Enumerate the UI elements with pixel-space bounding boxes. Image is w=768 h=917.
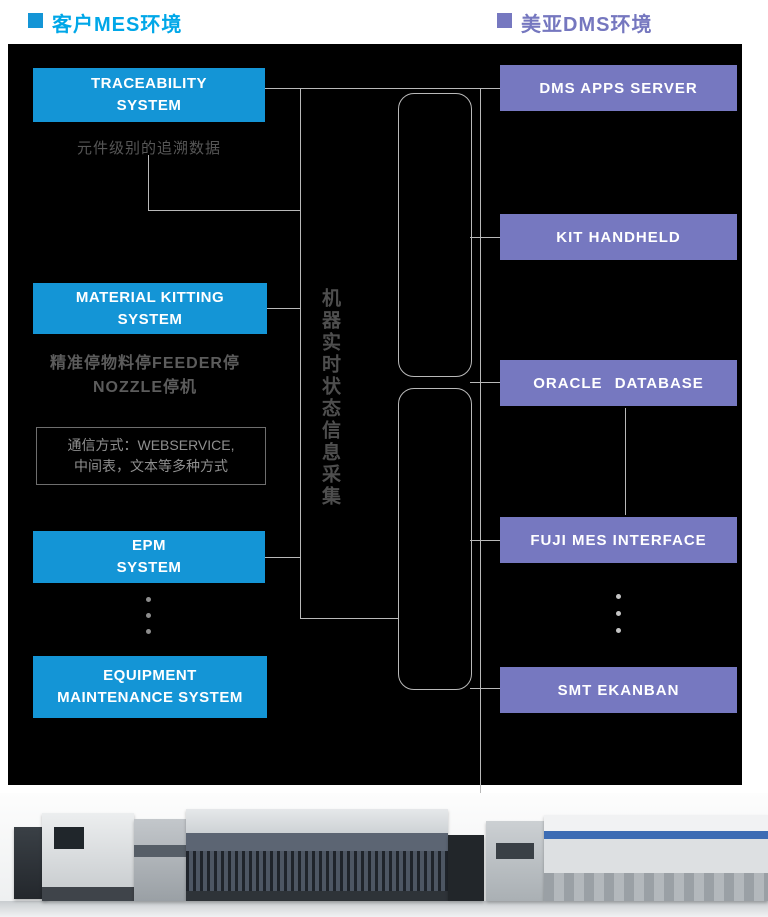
mounter-top-band bbox=[186, 809, 448, 833]
buffer-panel bbox=[496, 843, 534, 859]
oven-vent-base bbox=[544, 873, 768, 901]
kit-handheld-box: KIT HANDHELD bbox=[500, 214, 737, 260]
connector-traceability-to-dms bbox=[265, 88, 500, 89]
left-title-square-icon bbox=[28, 13, 43, 28]
equipment-maintenance-system-box: EQUIPMENT MAINTENANCE SYSTEM bbox=[33, 656, 267, 718]
communication-method-box: 通信方式：WEBSERVICE, 中间表，文本等多种方式 bbox=[36, 427, 266, 485]
solder-printer-machine bbox=[42, 813, 134, 901]
connector-kit-stub bbox=[470, 237, 500, 238]
right-env-title: 美亚DMS环境 bbox=[521, 14, 653, 36]
connector-ekanban-stub bbox=[470, 688, 500, 689]
buffer-conveyor-module bbox=[486, 821, 544, 901]
fuji-mes-interface-box: FUJI MES INTERFACE bbox=[500, 517, 737, 563]
oven-top bbox=[544, 815, 768, 831]
right-ellipsis-dot bbox=[616, 611, 621, 616]
connector-oracle-stub bbox=[470, 382, 500, 383]
connector-epm-stub bbox=[265, 557, 300, 558]
grouping-bracket-upper bbox=[398, 93, 472, 377]
machine-status-vertical-label: 机器实时状态信息采集 bbox=[319, 288, 340, 508]
left-ellipsis-dot bbox=[146, 613, 151, 618]
dms-apps-server-box: DMS APPS SERVER bbox=[500, 65, 737, 111]
connector-kitting-stub bbox=[267, 308, 300, 309]
left-ellipsis-dot bbox=[146, 597, 151, 602]
feeder-bank bbox=[186, 851, 448, 891]
pick-and-place-machine bbox=[186, 809, 448, 901]
smt-line-photo bbox=[0, 793, 768, 917]
connector-note-drop bbox=[148, 155, 149, 210]
floor-shadow bbox=[0, 901, 768, 917]
connector-bus-to-bracket bbox=[300, 618, 398, 619]
kitting-note: 精准停物料停FEEDER停 NOZZLE停机 bbox=[50, 355, 240, 396]
connector-oracle-to-fuji bbox=[625, 408, 626, 515]
oracle-database-box: ORACLE DATABASE bbox=[500, 360, 737, 406]
module-band bbox=[134, 845, 186, 857]
reflow-oven-machine bbox=[544, 815, 768, 901]
printer-base bbox=[42, 887, 134, 901]
printer-screen bbox=[54, 827, 84, 849]
right-ellipsis-dot bbox=[616, 628, 621, 633]
mounter-base bbox=[186, 891, 448, 901]
material-kitting-system-box: MATERIAL KITTING SYSTEM bbox=[33, 283, 267, 334]
oven-blue-stripe bbox=[544, 831, 768, 839]
right-ellipsis-dot bbox=[616, 594, 621, 599]
connector-left-bus bbox=[300, 88, 301, 619]
inspection-module bbox=[134, 819, 186, 901]
connector-note-horizontal bbox=[148, 210, 300, 211]
grouping-bracket-lower bbox=[398, 388, 472, 690]
traceability-note: 元件级别的追溯数据 bbox=[76, 140, 221, 157]
traceability-system-box: TRACEABILITY SYSTEM bbox=[33, 68, 265, 122]
smt-ekanban-box: SMT EKANBAN bbox=[500, 667, 737, 713]
mounter-mid-band bbox=[186, 833, 448, 851]
epm-system-box: EPM SYSTEM bbox=[33, 531, 265, 583]
left-ellipsis-dot bbox=[146, 629, 151, 634]
connector-machine-status-line bbox=[480, 88, 481, 848]
feeder-cart bbox=[448, 835, 484, 901]
left-env-title: 客户MES环境 bbox=[52, 14, 183, 36]
connector-fuji-stub bbox=[470, 540, 500, 541]
right-title-square-icon bbox=[497, 13, 512, 28]
